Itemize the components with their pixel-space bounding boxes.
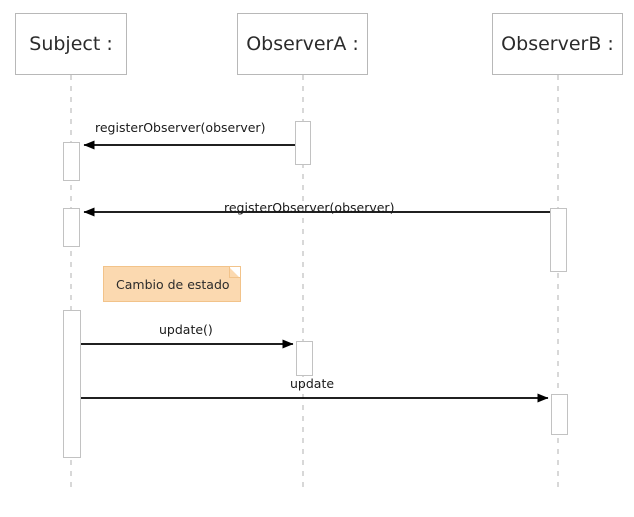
activation-bar-observer-a-1[interactable] [295,121,311,165]
participant-label-observer-a: ObserverA : [246,33,359,55]
message-label-register-observer-a: registerObserver(observer) [95,120,266,135]
activation-bar-subject-3[interactable] [63,310,81,458]
note-text: Cambio de estado [116,276,230,292]
participant-box-observer-a[interactable]: ObserverA : [237,13,368,75]
note-cambio-de-estado[interactable]: Cambio de estado [103,266,241,302]
activation-bar-subject-1[interactable] [63,142,80,181]
note-fold-edge-icon [229,267,240,278]
message-label-update-observer-b: update [290,376,335,391]
participant-label-subject: Subject : [29,33,113,55]
note-fold-corner-icon [229,267,240,278]
activation-bar-observer-a-2[interactable] [296,341,313,376]
activation-bar-subject-2[interactable] [63,208,80,247]
message-label-update-observer-a: update() [159,322,213,337]
participant-label-observer-b: ObserverB : [501,33,614,55]
participant-box-observer-b[interactable]: ObserverB : [492,13,623,75]
message-label-register-observer-b: registerObserver(observer) [224,200,395,215]
participant-box-subject[interactable]: Subject : [15,13,127,75]
activation-bar-observer-b-1[interactable] [550,208,567,272]
activation-bar-observer-b-2[interactable] [551,394,568,435]
message-arrows-group [81,140,550,403]
